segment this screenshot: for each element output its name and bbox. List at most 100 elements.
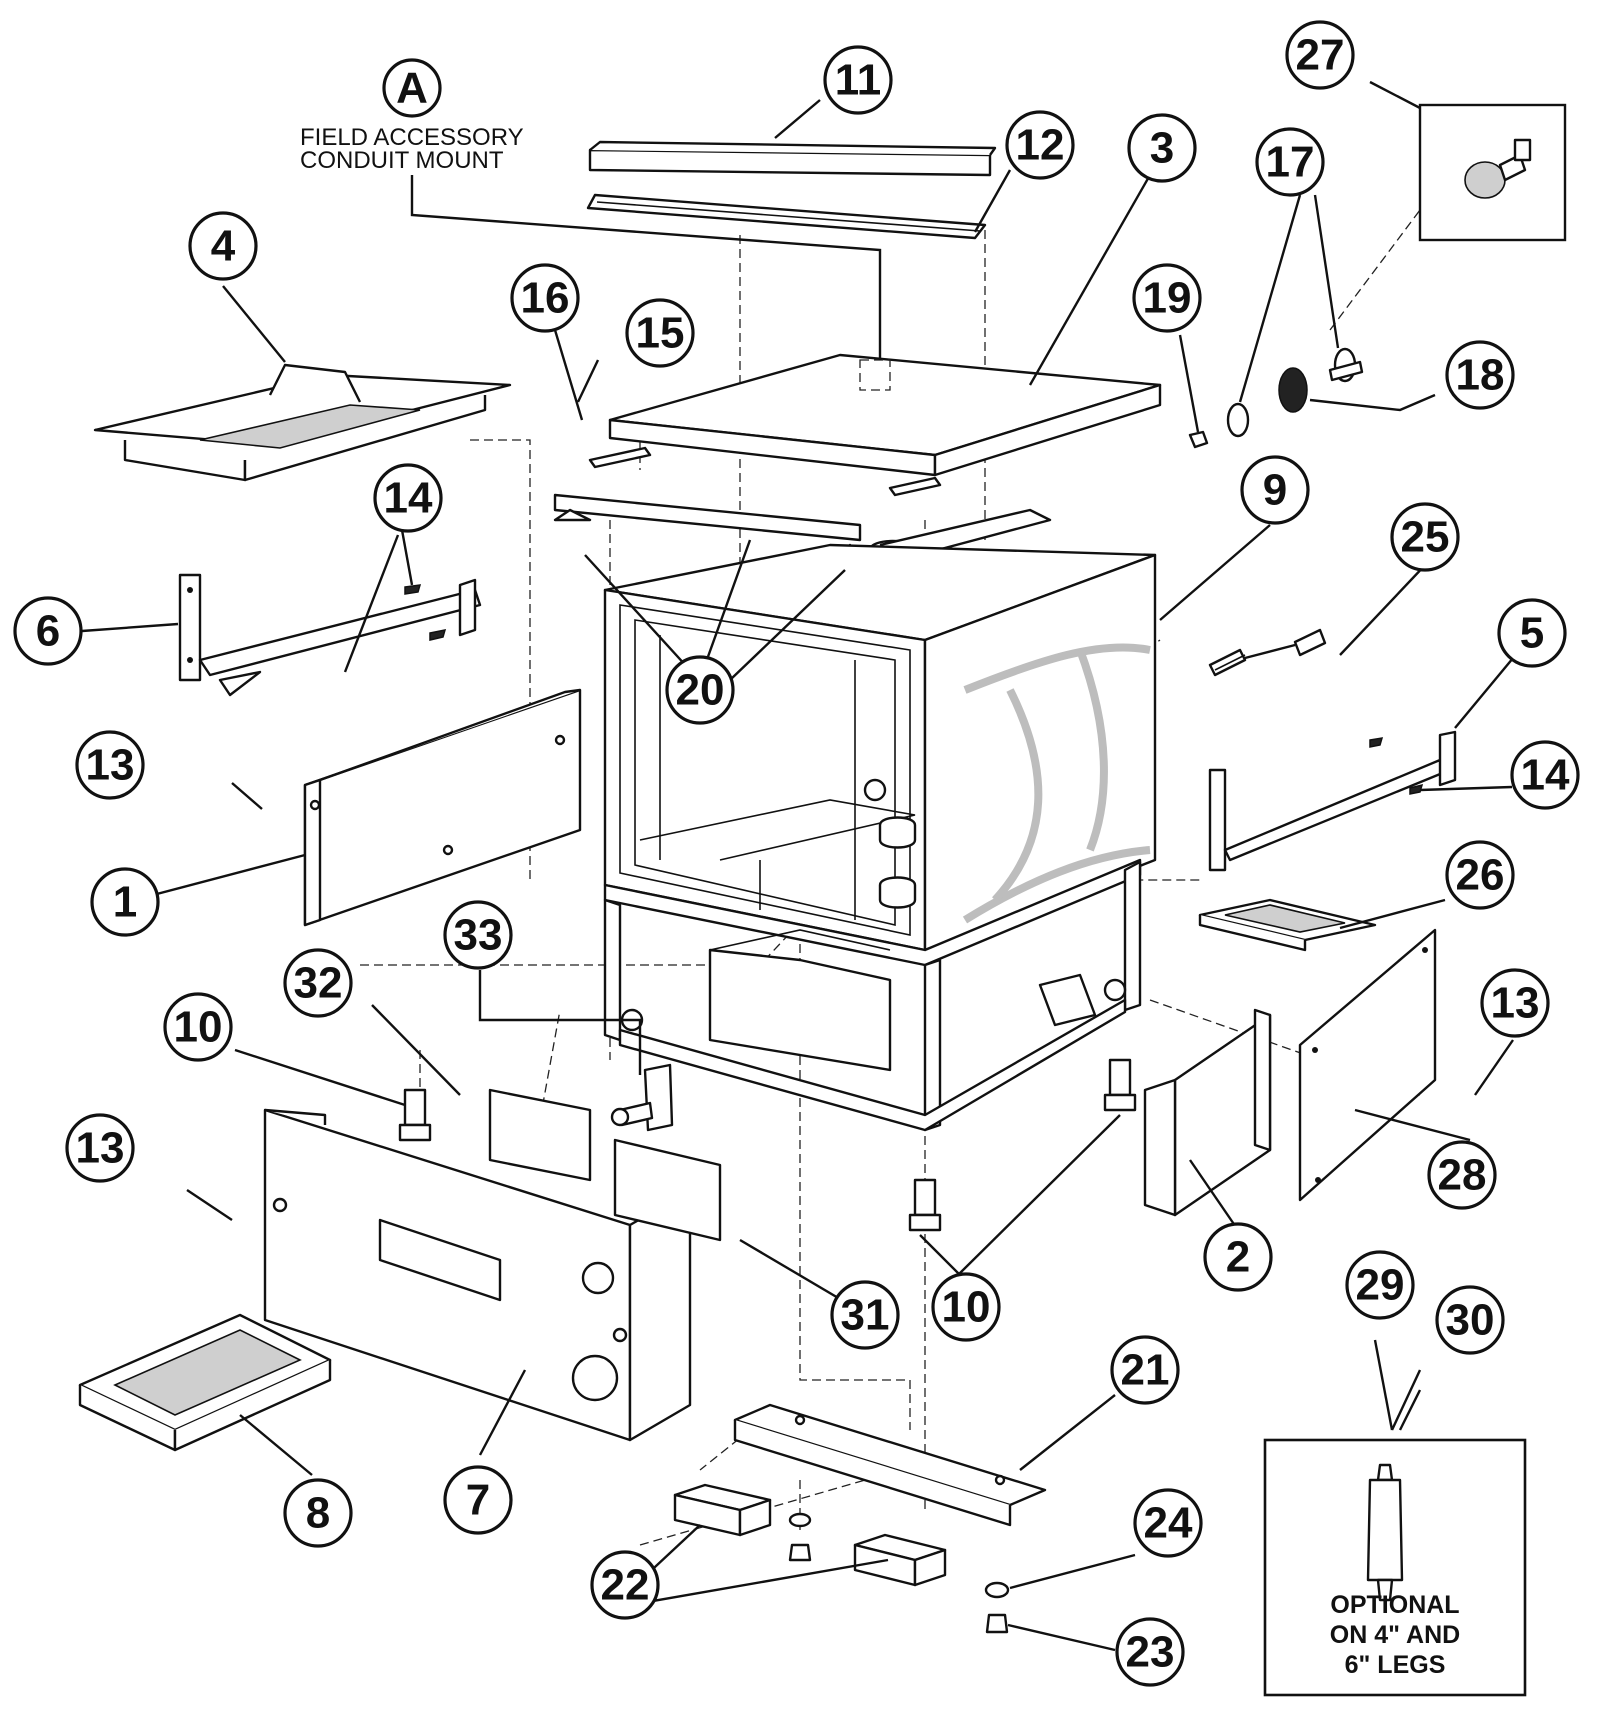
callout-label: 21 <box>1121 1346 1170 1395</box>
callout-label: 18 <box>1456 351 1505 400</box>
callout-label: 33 <box>454 911 503 960</box>
callout-label: 10 <box>174 1003 223 1052</box>
part-21-bottom-bracket <box>733 1403 1047 1527</box>
part-1-left-panel <box>303 688 582 927</box>
callout-label: 23 <box>1126 1628 1175 1677</box>
callout-13c: 13 <box>65 1113 135 1183</box>
callout-label: 29 <box>1356 1261 1405 1310</box>
part-33-switch <box>610 1063 674 1132</box>
callout-label: 14 <box>384 474 433 523</box>
callout-26: 26 <box>1445 840 1515 910</box>
callout-32: 32 <box>283 948 353 1018</box>
part-17-18-19-fittings <box>1188 347 1364 449</box>
part-4-filter-tray <box>93 363 512 482</box>
callout-label: 13 <box>1491 979 1540 1028</box>
callout-label: 8 <box>306 1489 330 1538</box>
callout-10b: 10 <box>931 1272 1001 1342</box>
callout-A: A <box>382 58 442 118</box>
callout-8: 8 <box>283 1478 353 1548</box>
callout-28: 28 <box>1427 1140 1497 1210</box>
callout-label: 15 <box>636 309 685 358</box>
callout-label: 32 <box>294 959 343 1008</box>
part-28-right-panel <box>1298 928 1437 1202</box>
callout-label: 24 <box>1144 1499 1193 1548</box>
part-2-right-lower-panel <box>1143 1008 1272 1217</box>
callout-9: 9 <box>1240 455 1310 525</box>
callout-23: 23 <box>1115 1617 1185 1687</box>
callout-4: 4 <box>188 211 258 281</box>
callout-7: 7 <box>443 1465 513 1535</box>
callout-22: 22 <box>590 1550 660 1620</box>
part-26-small-filter <box>1198 898 1377 952</box>
field-accessory-note: FIELD ACCESSORY CONDUIT MOUNT <box>300 124 524 174</box>
callout-label: 3 <box>1150 124 1174 173</box>
callout-3: 3 <box>1127 113 1197 183</box>
callout-20: 20 <box>665 655 735 725</box>
callout-label: 26 <box>1456 851 1505 900</box>
callout-label: 9 <box>1263 466 1287 515</box>
callout-17: 17 <box>1255 127 1325 197</box>
callout-5: 5 <box>1497 598 1567 668</box>
callout-19: 19 <box>1132 263 1202 333</box>
callout-label: 5 <box>1520 609 1544 658</box>
callout-21: 21 <box>1110 1335 1180 1405</box>
part-3-top-cover <box>588 353 1162 497</box>
part-5-right-rail <box>1208 730 1457 872</box>
callout-18: 18 <box>1445 340 1515 410</box>
callout-label: 6 <box>36 607 60 656</box>
callout-27: 27 <box>1285 20 1355 90</box>
field-accessory-line-2: CONDUIT MOUNT <box>300 147 504 174</box>
callout-30: 30 <box>1435 1285 1505 1355</box>
callout-2: 2 <box>1203 1222 1273 1292</box>
callout-label: 2 <box>1226 1233 1250 1282</box>
part-22-feet-blocks <box>673 1483 947 1587</box>
part-10-bolts <box>398 1058 1137 1232</box>
callout-label: 13 <box>76 1124 125 1173</box>
cabinet-base-frame <box>603 858 1142 1132</box>
callout-label: 7 <box>466 1476 490 1525</box>
part-32-label <box>488 1088 592 1182</box>
callout-1: 1 <box>90 867 160 937</box>
callout-33: 33 <box>443 900 513 970</box>
callout-14b: 14 <box>1510 740 1580 810</box>
callout-24: 24 <box>1133 1488 1203 1558</box>
callout-label: 12 <box>1016 121 1065 170</box>
callout-label: 4 <box>211 222 236 271</box>
callout-label: 11 <box>835 56 882 105</box>
leader-lines <box>81 80 1529 1652</box>
optional-leg-box: OPTIONAL ON 4" AND 6" LEGS <box>1263 1438 1527 1697</box>
callout-label: 28 <box>1438 1151 1487 1200</box>
callout-13a: 13 <box>75 730 145 800</box>
callout-label: 14 <box>1521 751 1570 800</box>
callout-label: 30 <box>1446 1296 1495 1345</box>
callout-31: 31 <box>830 1280 900 1350</box>
field-accessory-line-1: FIELD ACCESSORY <box>300 124 524 151</box>
part-8-drawer <box>78 1313 332 1452</box>
callout-label: 19 <box>1143 274 1192 323</box>
part-31-label <box>613 1138 722 1242</box>
callout-label: 13 <box>86 741 135 790</box>
part-11-top-bar <box>588 140 997 177</box>
callout-6: 6 <box>13 596 83 666</box>
callout-12: 12 <box>1005 110 1075 180</box>
callout-label: 16 <box>521 274 570 323</box>
part-25-probe <box>1208 628 1327 677</box>
callout-label: 31 <box>841 1291 890 1340</box>
callout-13b: 13 <box>1480 968 1550 1038</box>
part-12-gasket-strip <box>586 193 987 240</box>
callout-16: 16 <box>510 263 580 333</box>
optional-note-line-2: ON 4" AND <box>1330 1621 1460 1649</box>
callout-10a: 10 <box>163 992 233 1062</box>
part-7-front-panel <box>263 1108 692 1442</box>
optional-note-line-1: OPTIONAL <box>1330 1591 1459 1619</box>
callout-11: 11 <box>823 45 893 115</box>
callout-label: 25 <box>1401 513 1450 562</box>
callout-14a: 14 <box>373 463 443 533</box>
callout-label: 10 <box>942 1283 991 1332</box>
callout-label: 27 <box>1296 31 1345 80</box>
part-27-detail-box <box>1418 103 1567 242</box>
callout-15: 15 <box>625 298 695 368</box>
optional-note-line-3: 6" LEGS <box>1345 1651 1446 1679</box>
callout-29: 29 <box>1345 1250 1415 1320</box>
